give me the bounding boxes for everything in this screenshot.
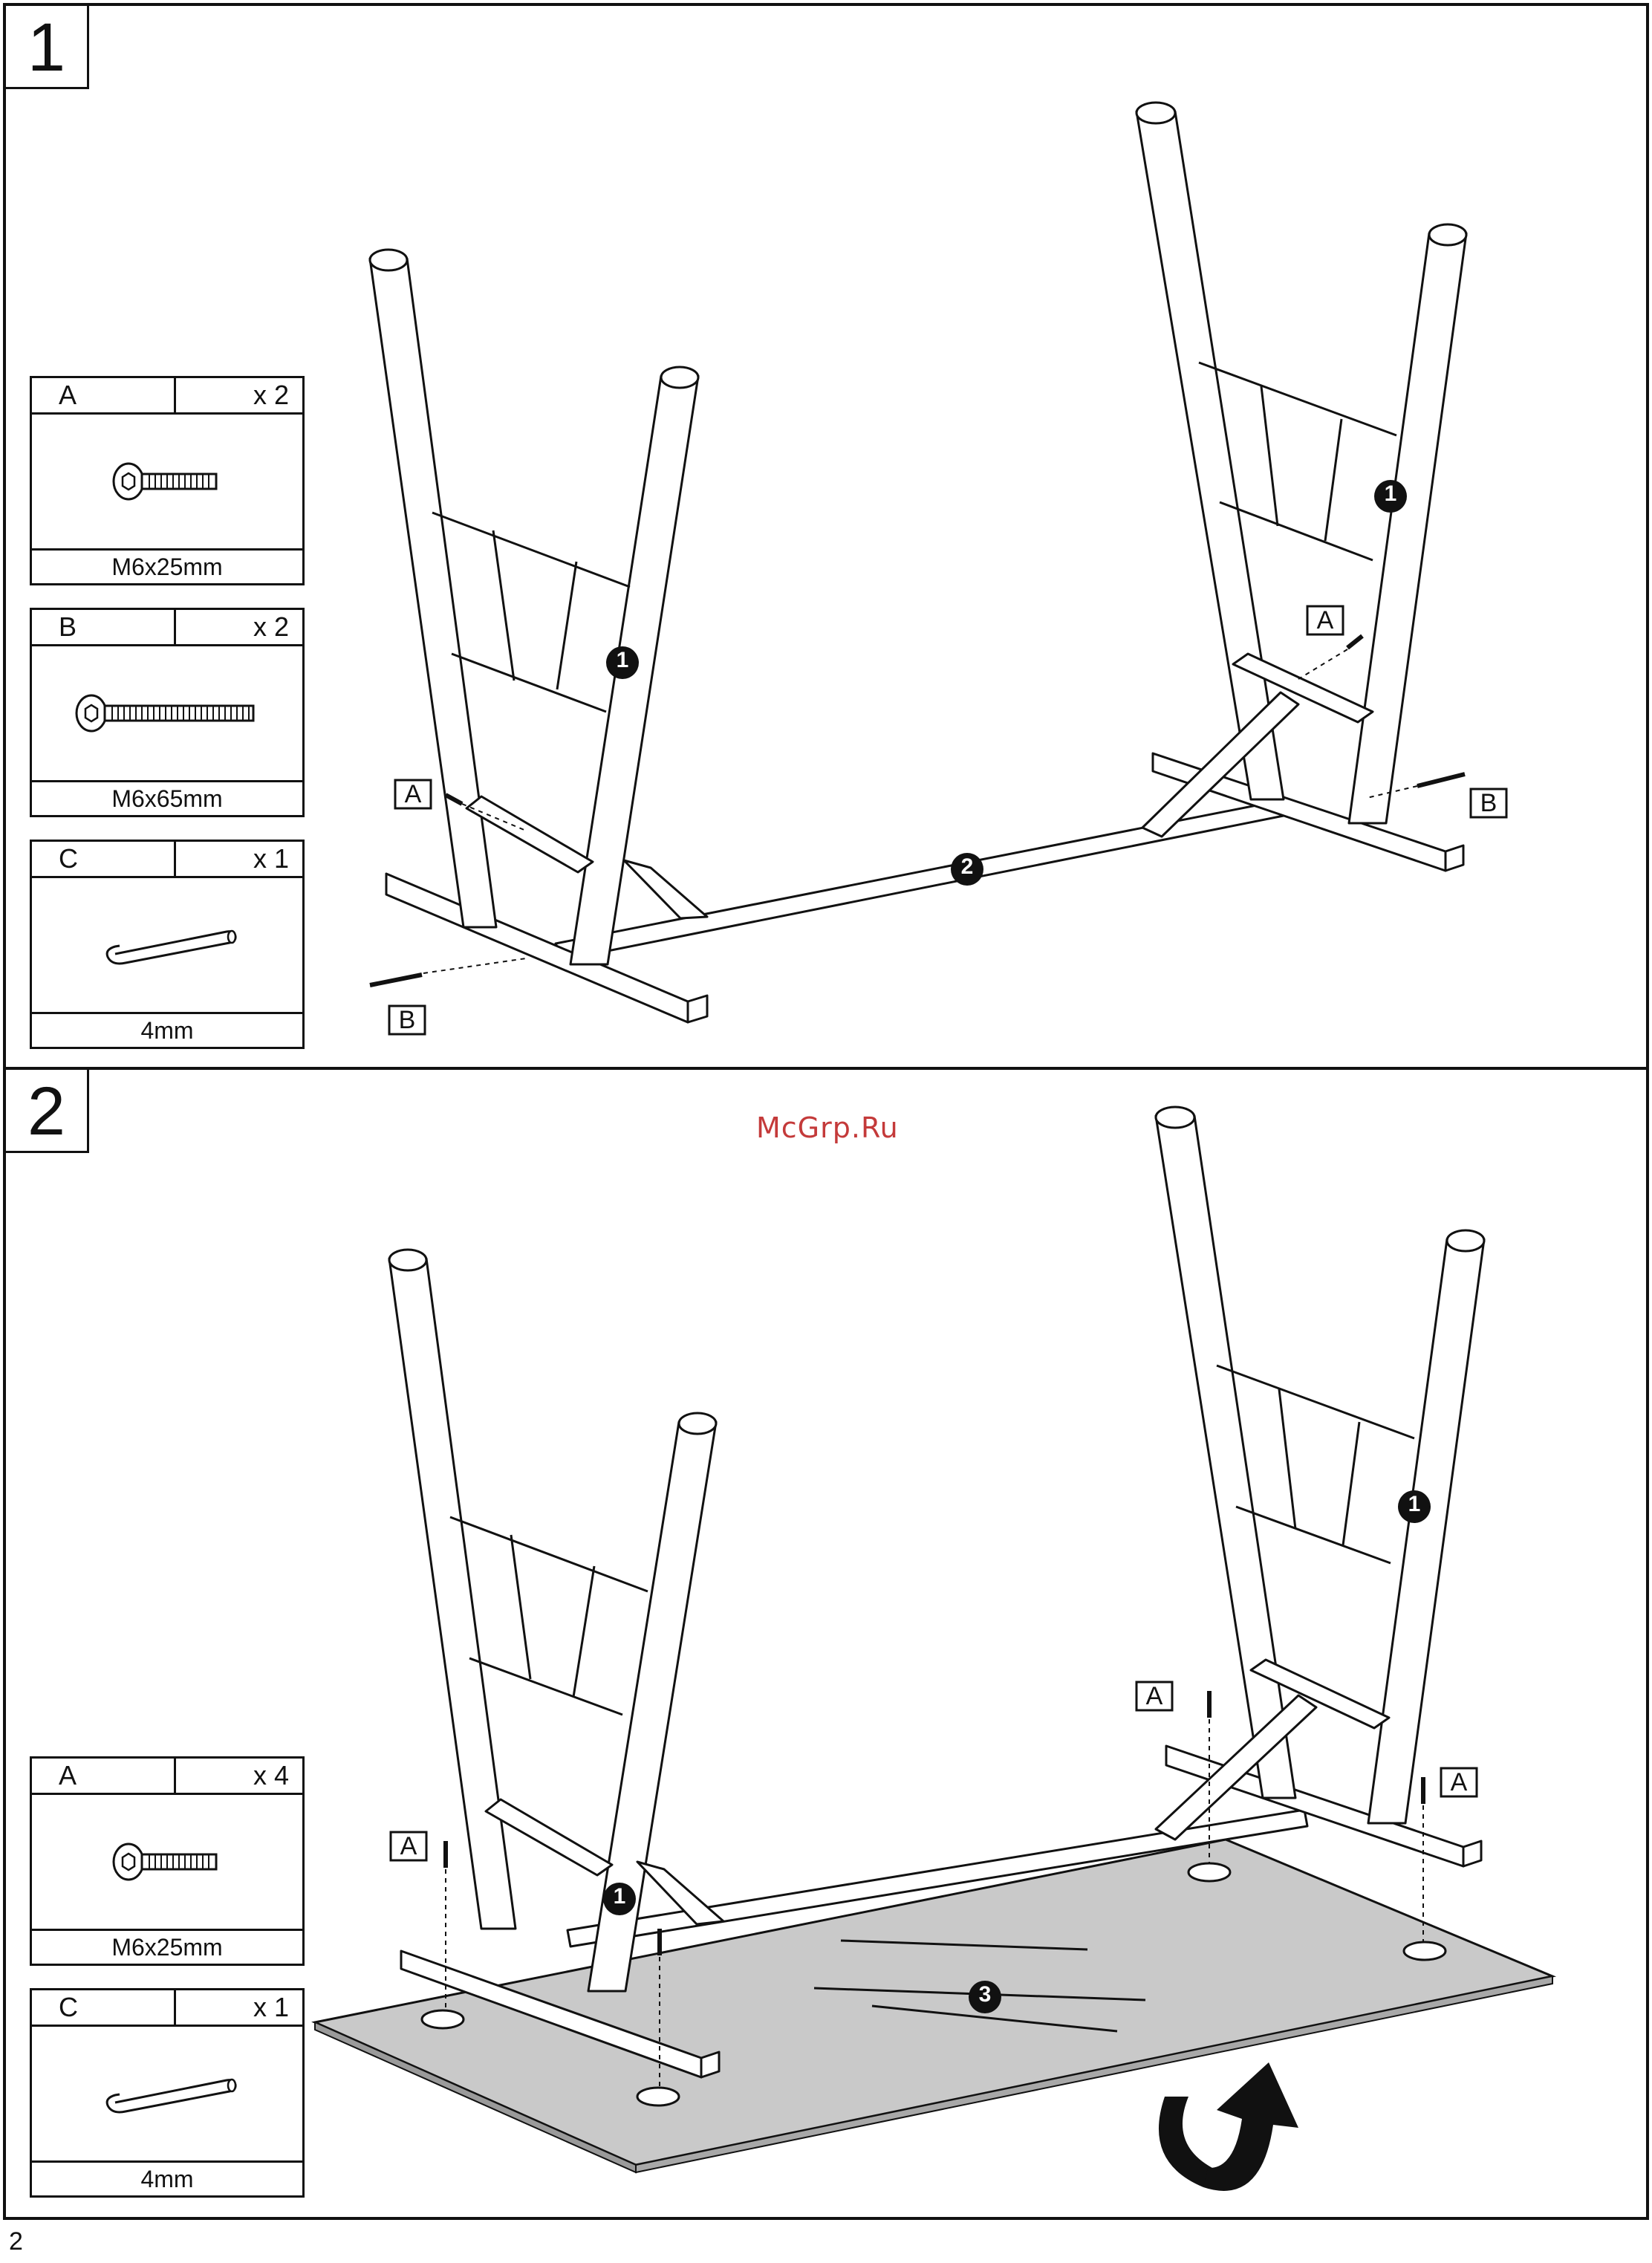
step-2-panel: 2 A x 4 M6x25mm C x 1: [3, 1067, 1649, 2220]
frame-callout-right: 1: [1401, 1492, 1428, 1517]
bolt-a-label-left: A: [391, 1832, 426, 1860]
bolt-a-label-left: A: [395, 780, 431, 808]
frame-callout-left: 1: [609, 648, 636, 673]
watermark: McGrp.Ru: [756, 1111, 899, 1144]
frame-assembly-drawing: [6, 6, 1646, 1067]
bolt-b-label-right: B: [1471, 789, 1506, 817]
tabletop-callout: 3: [972, 1982, 998, 2007]
bolt-a-label-right: A: [1307, 606, 1343, 634]
frame-callout-right: 1: [1377, 481, 1404, 507]
tabletop-assembly-drawing: [6, 1070, 1646, 2217]
page-number: 2: [9, 2227, 23, 2256]
frame-callout-left: 1: [606, 1884, 633, 1909]
crossbar-callout: 2: [954, 854, 981, 880]
bolt-b-label-left: B: [389, 1006, 425, 1034]
step-1-panel: 1 A x 2 M6x25mm B x 2: [3, 3, 1649, 1070]
bolt-a-label-right: A: [1441, 1768, 1477, 1796]
bolt-a-label-mid: A: [1136, 1682, 1172, 1710]
